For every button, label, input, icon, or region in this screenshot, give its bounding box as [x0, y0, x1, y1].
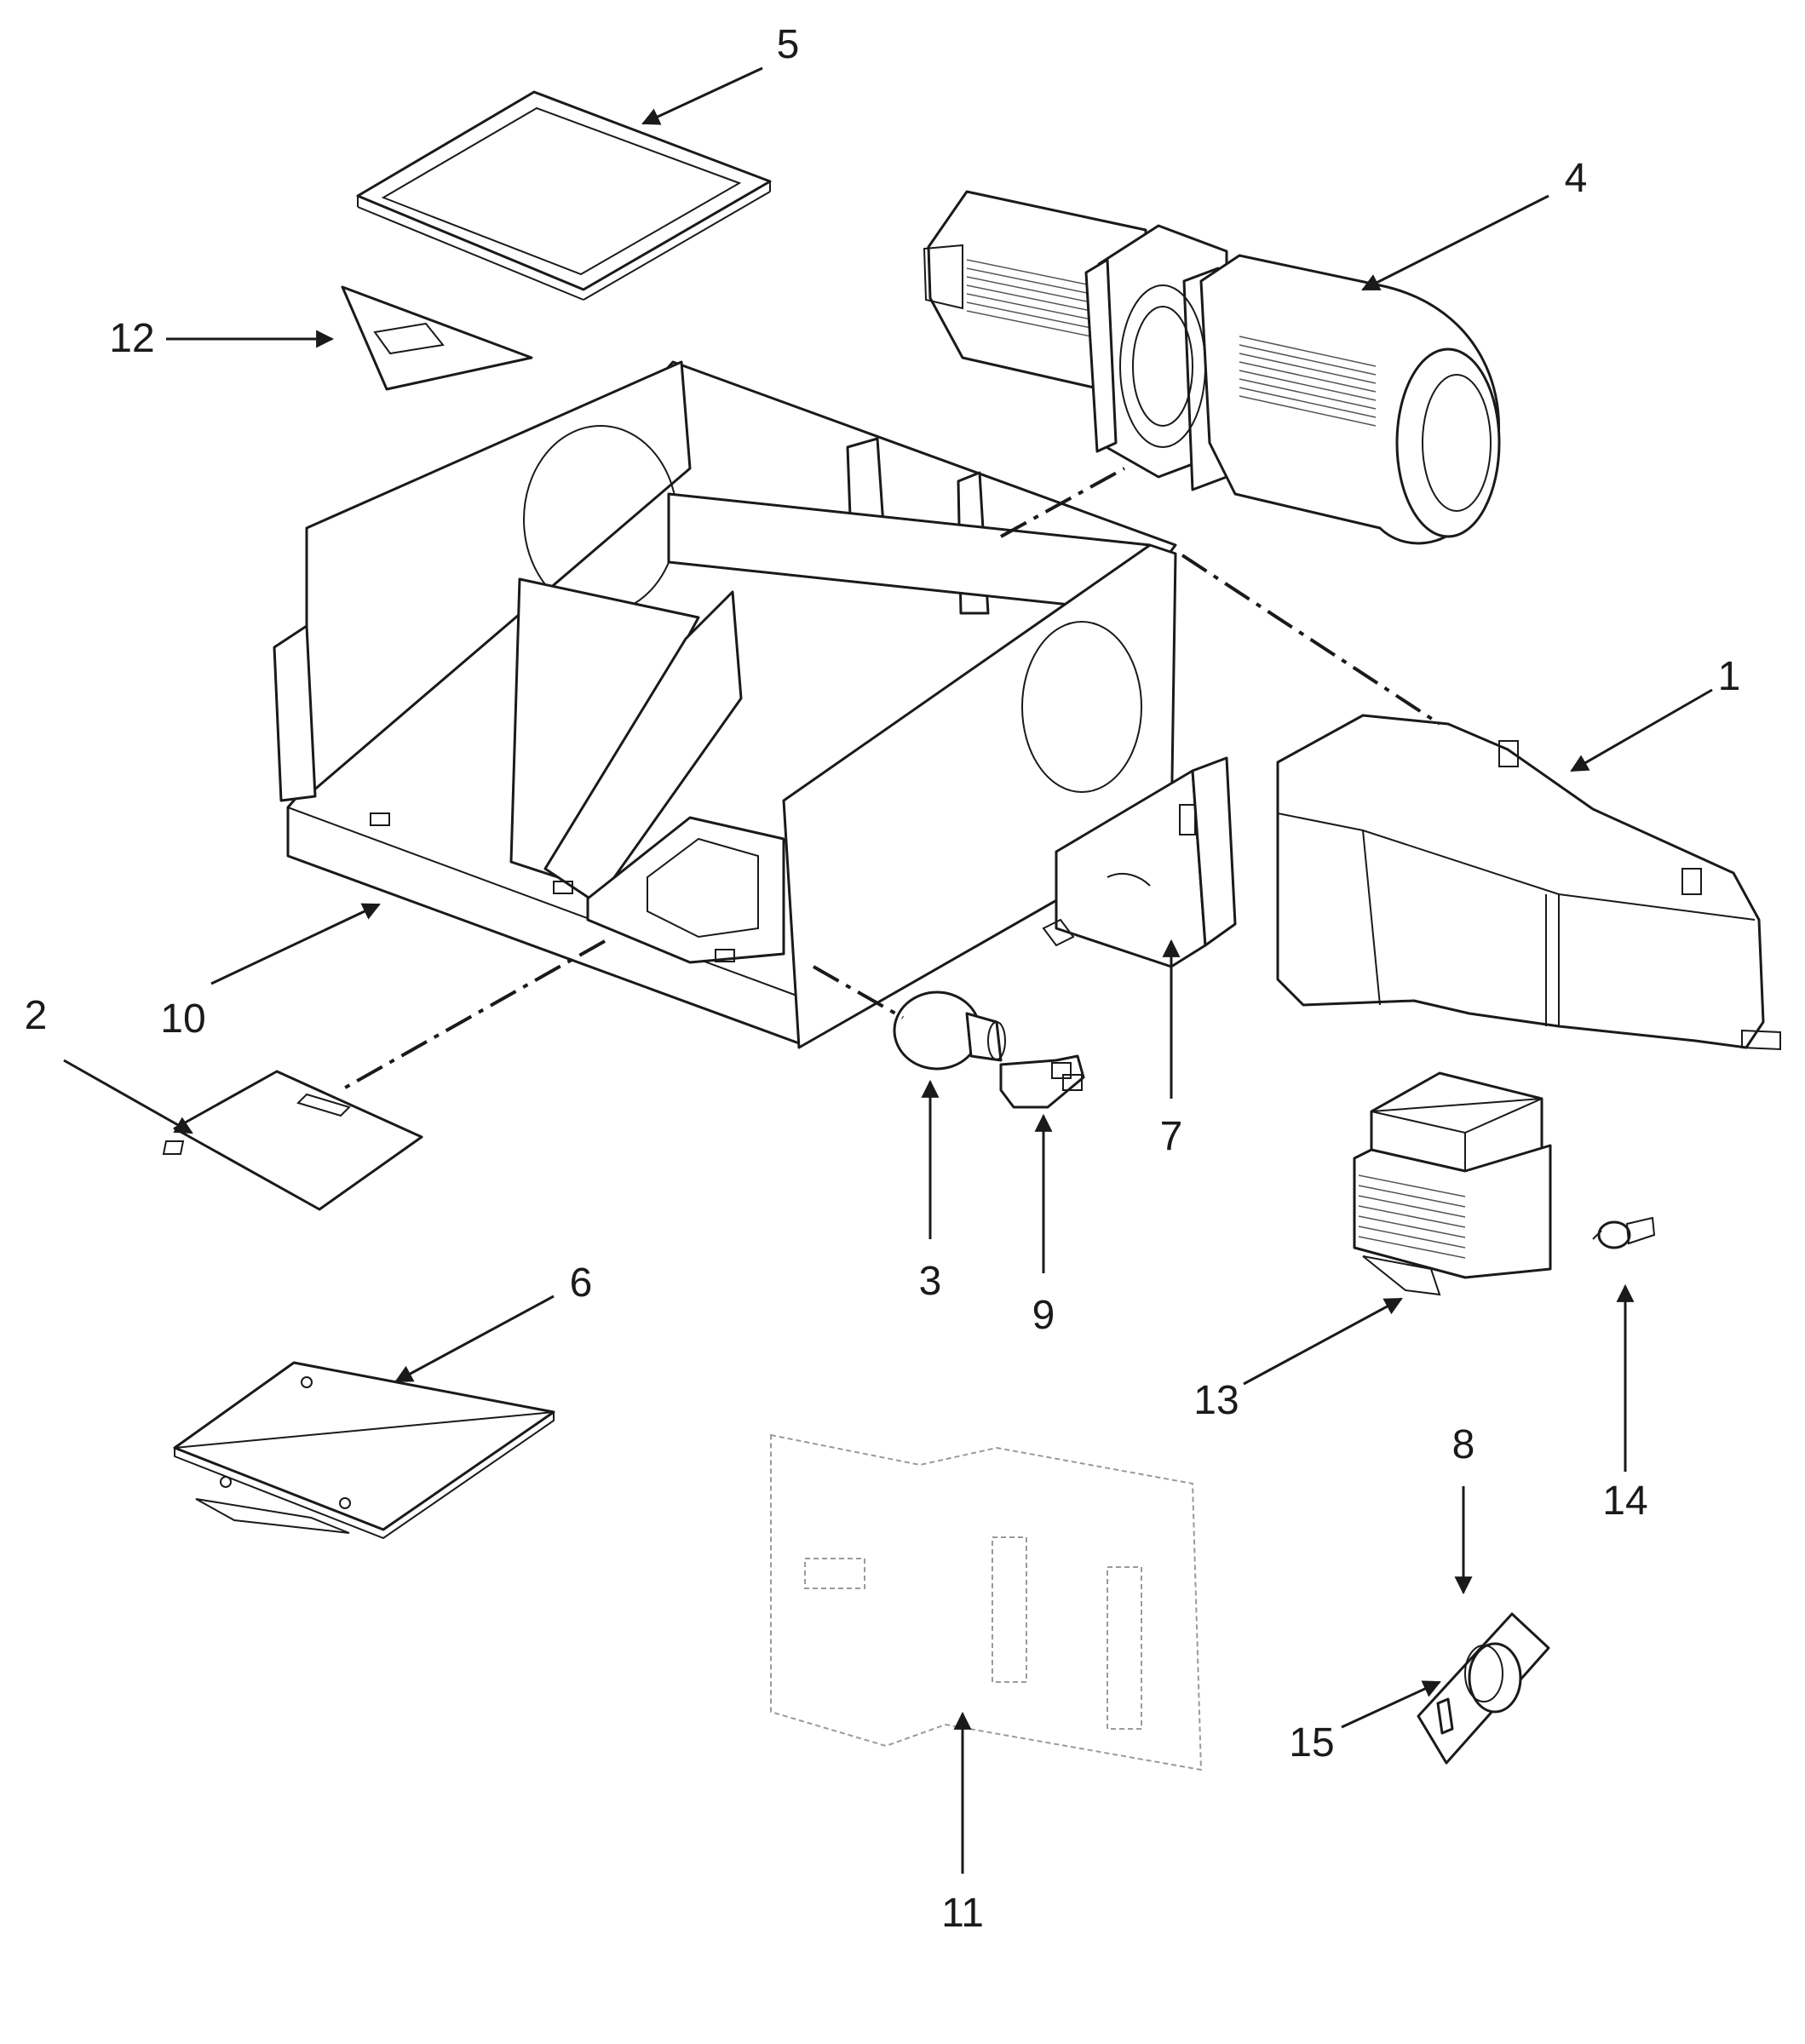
part-11-control-board[interactable] — [770, 1433, 1203, 1771]
part-12-label[interactable] — [341, 285, 533, 391]
callout-14: 14 — [1602, 1478, 1647, 1524]
part-15-switch[interactable] — [1436, 1697, 1454, 1735]
callout-3: 3 — [919, 1259, 942, 1304]
part-5-filter[interactable] — [356, 90, 772, 301]
callout-2: 2 — [25, 993, 48, 1038]
callout-10: 10 — [160, 996, 205, 1042]
part-14-thermal-cutout[interactable] — [1592, 1216, 1656, 1249]
callout-4: 4 — [1565, 156, 1588, 201]
part-2-cover-plate[interactable] — [162, 1070, 423, 1211]
callout-6: 6 — [570, 1260, 593, 1306]
part-8-switch-board[interactable] — [1417, 1612, 1550, 1765]
part-1-air-guide[interactable] — [1276, 714, 1781, 1051]
leader-lines — [63, 66, 1713, 1874]
callout-15: 15 — [1289, 1720, 1334, 1766]
callout-13: 13 — [1193, 1378, 1239, 1423]
callout-12: 12 — [109, 316, 154, 361]
callout-1: 1 — [1718, 654, 1741, 699]
callout-7: 7 — [1160, 1114, 1183, 1159]
part-4-blower-motor[interactable] — [923, 190, 1501, 545]
callout-8: 8 — [1452, 1422, 1475, 1467]
part-6-plate[interactable] — [173, 1361, 555, 1540]
part-3-lamp-bulb[interactable] — [893, 990, 1006, 1071]
part-10-base-housing[interactable] — [273, 360, 1177, 1049]
assembly-lines — [340, 467, 1441, 1092]
part-7-bracket[interactable] — [1042, 756, 1237, 968]
callout-5: 5 — [777, 22, 800, 67]
callout-11: 11 — [941, 1891, 984, 1936]
part-9-lamp-socket[interactable] — [999, 1054, 1085, 1109]
callout-labels: 1 2 3 4 5 6 7 8 9 10 11 12 13 14 15 — [25, 22, 1741, 1936]
callout-9: 9 — [1032, 1293, 1055, 1338]
part-13-transformer[interactable] — [1353, 1071, 1552, 1296]
